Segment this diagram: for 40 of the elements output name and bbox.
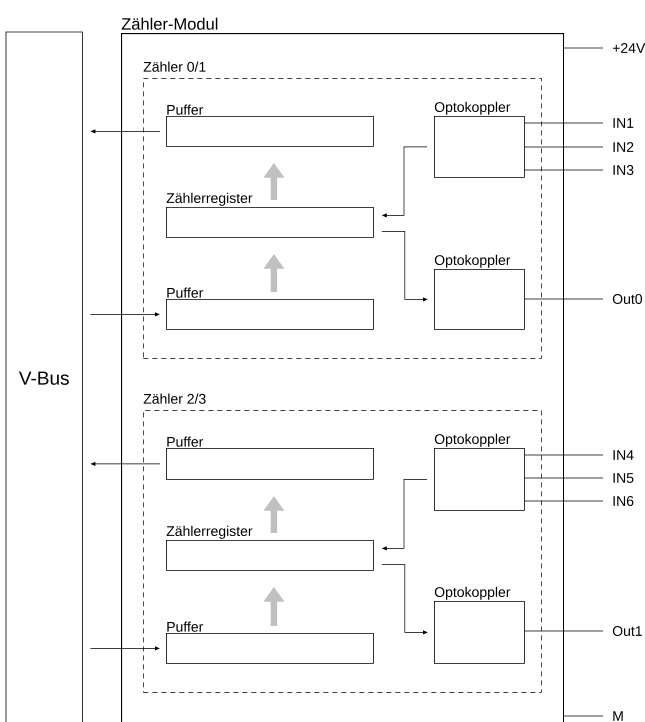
register-box: Zählerregister (166, 526, 374, 571)
register-box: Puffer (166, 288, 374, 330)
node-label: Puffer (167, 288, 204, 298)
signal-line (524, 630, 604, 632)
node-label: Optokoppler (434, 102, 510, 115)
node-label: Zählerregister (166, 192, 252, 206)
node-label: Puffer (167, 104, 204, 115)
signal-line (524, 122, 604, 124)
node-label: Optokoppler (434, 586, 510, 600)
terminal-label: IN1 (614, 118, 634, 128)
optocoupler-box: Optokoppler (434, 102, 525, 178)
signal-line (524, 500, 604, 502)
terminal-label: +24V (612, 43, 645, 53)
terminal-label: IN4 (614, 450, 634, 460)
node-label: Optokoppler (434, 434, 510, 447)
register-box: Zählerregister (166, 192, 374, 238)
terminal-label: Out0 (612, 294, 642, 304)
optocoupler-box: Optokoppler (434, 254, 525, 330)
node-label: Zähler-Modul (122, 18, 218, 30)
register-box: Puffer (166, 104, 374, 147)
node-label: Zähler 2/3 (144, 394, 206, 404)
optocoupler-box: Optokoppler (434, 434, 525, 511)
terminal-label: M (613, 711, 623, 721)
register-box: Puffer (166, 436, 374, 480)
signal-line (524, 298, 604, 300)
node-label: Zähler 0/1 (144, 62, 206, 72)
terminal-label: IN6 (614, 496, 634, 506)
terminal-label: IN2 (614, 142, 634, 152)
terminal-label: IN5 (614, 473, 634, 483)
terminal-label: Out1 (612, 626, 642, 636)
signal-line (524, 146, 604, 148)
optocoupler-box: Optokoppler (434, 586, 525, 664)
bus-bar: V-Bus (6, 32, 83, 722)
register-box: Puffer (166, 622, 374, 664)
terminal-label: IN3 (614, 165, 634, 175)
signal-line (524, 454, 604, 456)
node-label: Puffer (167, 622, 204, 632)
node-label: Optokoppler (434, 254, 510, 268)
node-label: Zählerregister (166, 526, 252, 539)
node-label: Puffer (167, 436, 204, 447)
